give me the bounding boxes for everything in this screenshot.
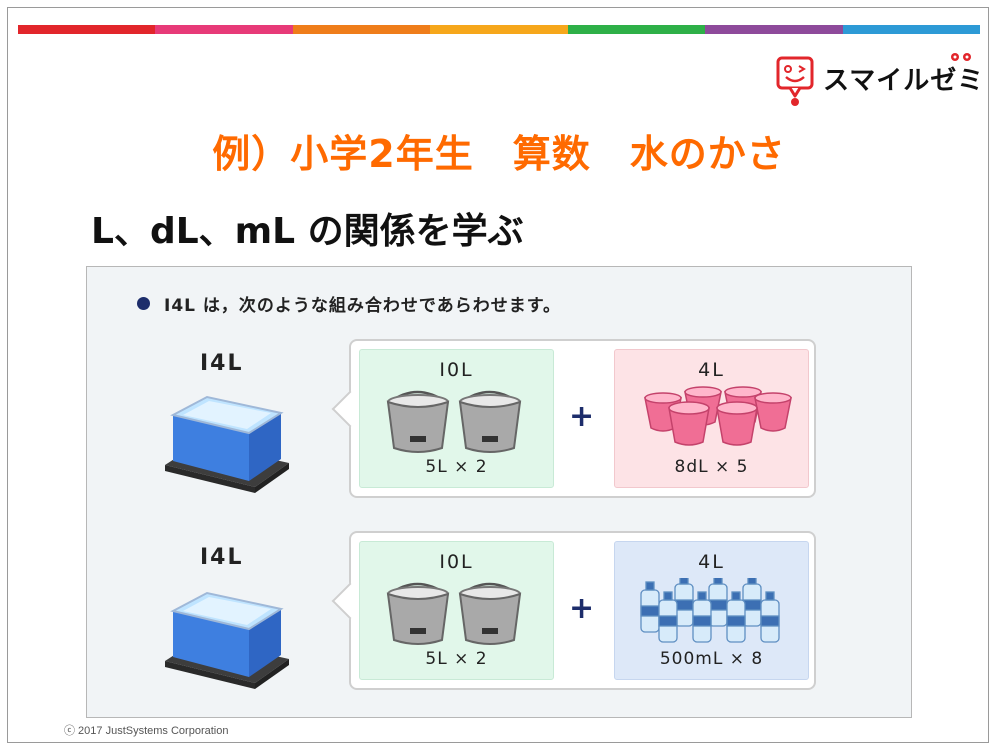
combination-box-2: I0L 5L × 2 + 4L bbox=[331, 531, 816, 690]
bucket-icon-pair bbox=[386, 582, 522, 645]
copyright-notice: ⓒ 2017 JustSystems Corporation bbox=[64, 725, 229, 737]
row-1-label: I4L bbox=[200, 351, 244, 376]
box-head: I0L bbox=[439, 551, 474, 573]
bucket-icon-pair bbox=[386, 390, 522, 453]
combination-box-1: I0L 5L × 2 + 4L bbox=[331, 339, 816, 498]
stripe-red bbox=[18, 25, 156, 34]
rainbow-stripe bbox=[18, 25, 980, 34]
stripe-green bbox=[567, 25, 706, 34]
four-liter-box-1: 4L 8dL × 5 bbox=[614, 349, 809, 488]
brand-logo: スマイルゼミ bbox=[776, 53, 985, 110]
water-tank-icon bbox=[165, 591, 289, 689]
stripe-blue bbox=[842, 25, 980, 34]
smile-speech-bubble-icon bbox=[776, 56, 814, 106]
note-text: I4L は，次のような組み合わせであらわせます。 bbox=[164, 296, 562, 316]
bucket-icon bbox=[458, 582, 522, 645]
bullet-icon bbox=[137, 297, 150, 310]
box-foot: 5L × 2 bbox=[425, 457, 488, 477]
box-head: 4L bbox=[698, 551, 725, 573]
stripe-purple bbox=[705, 25, 843, 34]
box-foot: 500mL × 8 bbox=[659, 649, 764, 669]
four-liter-box-2: 4L 500mL × 8 bbox=[614, 541, 809, 680]
row-2-label: I4L bbox=[200, 545, 244, 570]
page-subtitle: L、dL、mL の関係を学ぶ bbox=[91, 211, 524, 252]
plus-operator: + bbox=[569, 399, 595, 434]
ten-liter-box-1: I0L 5L × 2 bbox=[359, 349, 554, 488]
page-title: 例）小学2年生 算数 水のかさ bbox=[212, 132, 786, 176]
bucket-icon bbox=[386, 390, 450, 453]
box-foot: 5L × 2 bbox=[425, 649, 488, 669]
logo-text: スマイルゼミ bbox=[823, 66, 985, 96]
stripe-orange bbox=[292, 25, 431, 34]
lesson-note: I4L は，次のような組み合わせであらわせます。 bbox=[137, 291, 561, 316]
pink-cups-icon bbox=[644, 386, 792, 446]
stripe-yellow bbox=[430, 25, 568, 34]
ten-liter-box-2: I0L 5L × 2 bbox=[359, 541, 554, 680]
box-head: I0L bbox=[439, 359, 474, 381]
water-tank-icon bbox=[165, 395, 289, 493]
lesson-panel: I4L は，次のような組み合わせであらわせます。 I4L I0L bbox=[86, 266, 912, 718]
box-head: 4L bbox=[698, 359, 725, 381]
water-bottles-icon bbox=[640, 578, 780, 643]
plus-operator: + bbox=[569, 591, 595, 626]
bucket-icon bbox=[458, 390, 522, 453]
bucket-icon bbox=[386, 582, 450, 645]
box-foot: 8dL × 5 bbox=[674, 457, 749, 477]
stripe-pink bbox=[155, 25, 293, 34]
logo-eyes-icon bbox=[951, 53, 971, 61]
